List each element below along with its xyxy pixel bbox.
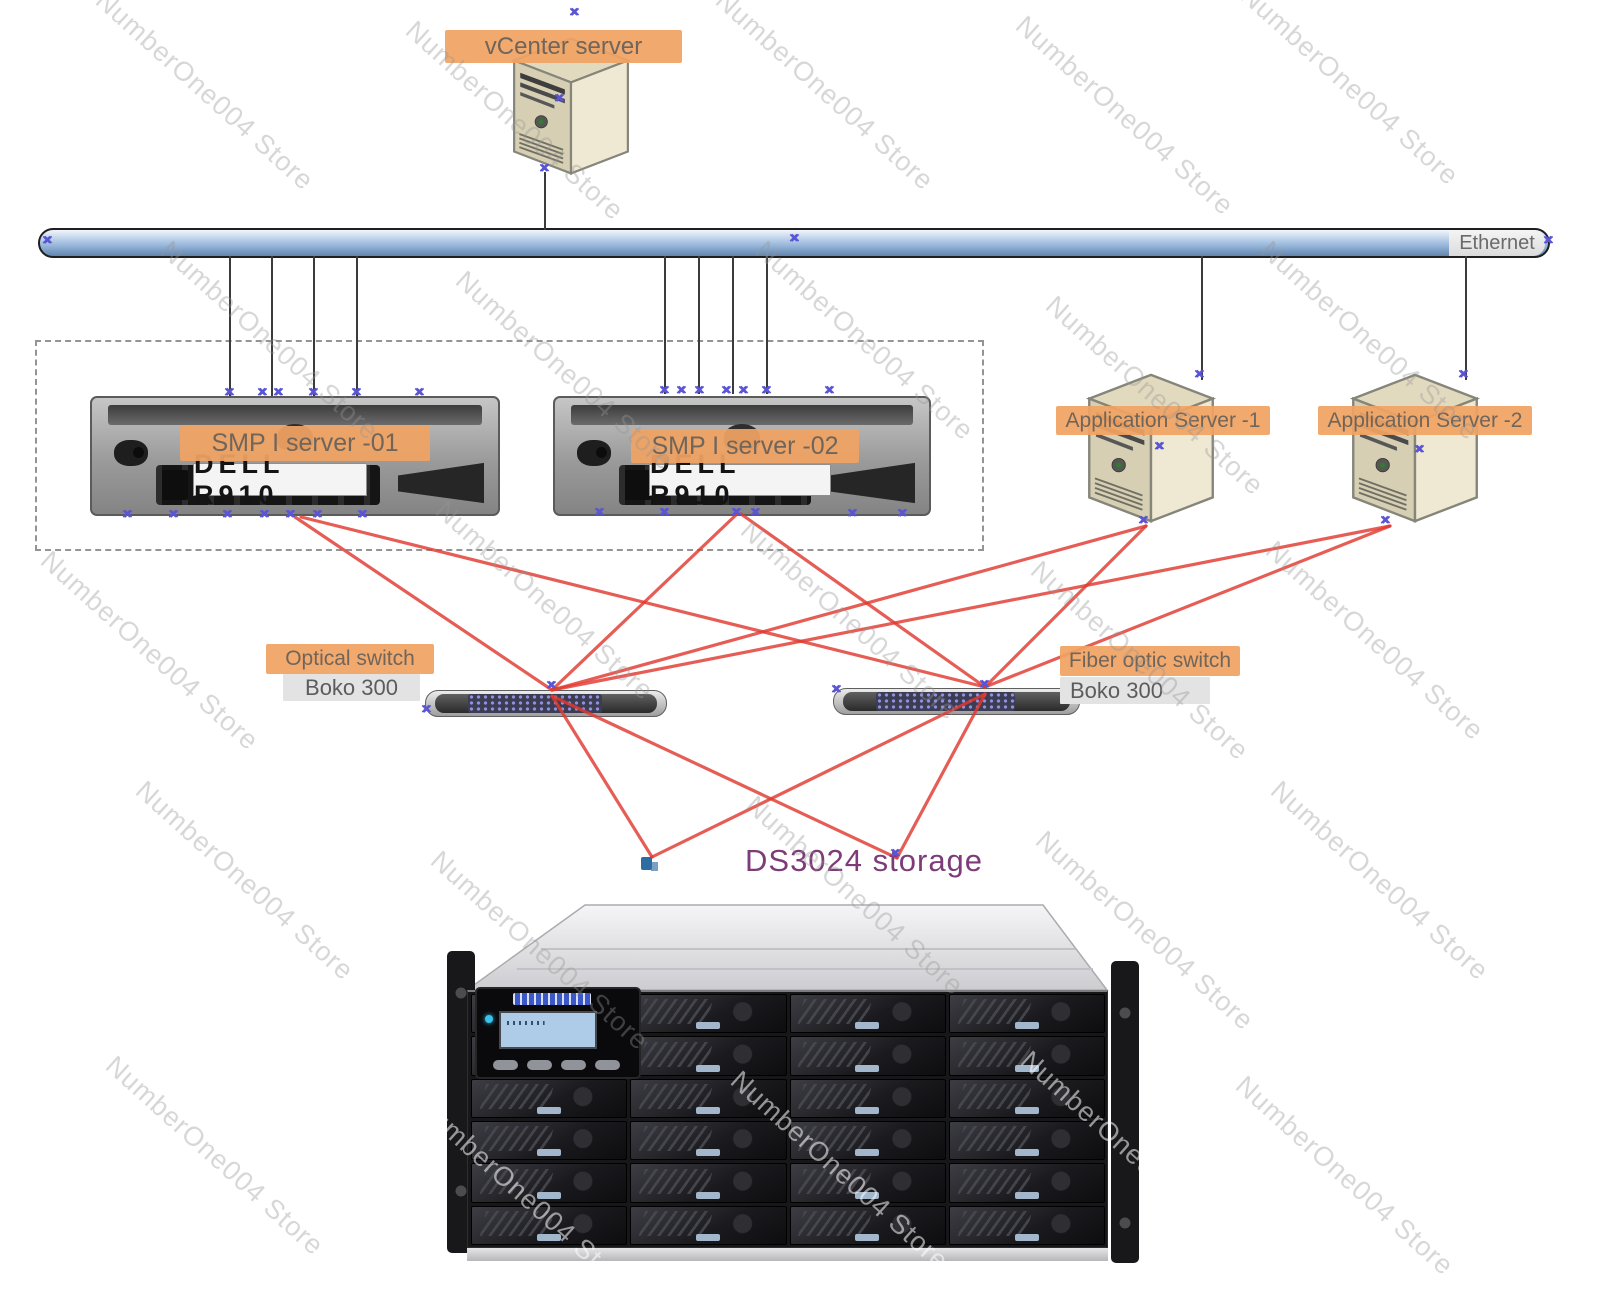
application-server-2-label: Application Server -2 bbox=[1318, 406, 1532, 435]
smp-server-1-model: DELL R910 bbox=[193, 449, 367, 510]
tower-server-glyph bbox=[1085, 373, 1217, 523]
device-mini-icon bbox=[641, 857, 652, 870]
drive-tray bbox=[630, 994, 787, 1034]
storage-control-panel bbox=[475, 987, 641, 1079]
drive-tray bbox=[471, 1120, 628, 1161]
drive-tray bbox=[630, 1163, 787, 1203]
switch-ports bbox=[468, 694, 602, 713]
smp-server-1-label: SMP I server -01 bbox=[180, 426, 430, 461]
drive-tray bbox=[789, 994, 946, 1034]
optical-switch-1 bbox=[425, 690, 667, 717]
vent-grille bbox=[829, 462, 915, 504]
ds3024-storage-array bbox=[445, 893, 1140, 1268]
storage-panel-buttons bbox=[493, 1060, 620, 1070]
drive-tray bbox=[471, 1078, 628, 1118]
drive-tray bbox=[630, 1036, 787, 1076]
store-watermark: NumberOne004 Store bbox=[89, 0, 320, 197]
drive-tray bbox=[471, 1205, 628, 1245]
drive-tray bbox=[789, 1078, 946, 1118]
bezel-lock bbox=[577, 440, 611, 466]
smp-server-2-model: DELL R910 bbox=[649, 449, 831, 510]
drive-tray-grid bbox=[471, 994, 1105, 1245]
drive-tray bbox=[789, 1205, 946, 1245]
store-watermark: NumberOne004 Store bbox=[1259, 535, 1490, 747]
optical-switch-1-label: Optical switch bbox=[266, 644, 434, 674]
bezel-lock bbox=[114, 440, 148, 466]
storage-status-led bbox=[485, 1015, 493, 1023]
storage-lcd-display bbox=[499, 1011, 597, 1049]
drive-tray bbox=[948, 1036, 1105, 1076]
store-watermark: NumberOne004 Store bbox=[1264, 775, 1495, 987]
optical-switch-1-model: Boko 300 bbox=[283, 674, 420, 701]
storage-base-trim bbox=[467, 1248, 1108, 1261]
storage-label: DS3024 storage bbox=[745, 843, 984, 878]
application-server-1-label: Application Server -1 bbox=[1056, 406, 1270, 435]
storage-brand-badge bbox=[513, 993, 591, 1005]
drive-tray bbox=[948, 1205, 1105, 1245]
vcenter-server-label: vCenter server bbox=[445, 30, 682, 63]
store-watermark: NumberOne004 Store bbox=[1229, 1070, 1460, 1282]
drive-tray bbox=[630, 1078, 787, 1118]
store-watermark: NumberOne004 Store bbox=[709, 0, 940, 197]
store-watermark: NumberOne004 Store bbox=[34, 545, 265, 757]
switch-ports bbox=[876, 692, 1015, 711]
store-watermark: NumberOne004 Store bbox=[99, 1050, 330, 1262]
drive-tray bbox=[948, 994, 1105, 1034]
server-bezel bbox=[571, 405, 913, 425]
store-watermark: NumberOne004 Store bbox=[129, 775, 360, 987]
drive-tray bbox=[948, 1078, 1105, 1118]
connection-handle-icon: × bbox=[569, 4, 579, 21]
smp-server-2-label: SMP I server -02 bbox=[631, 429, 859, 463]
smp-server-2: SMP I server -02 DELL R910 bbox=[553, 396, 931, 516]
optical-switch-2-label: Fiber optic switch bbox=[1060, 646, 1240, 676]
drive-tray bbox=[789, 1036, 946, 1076]
tower-server-glyph bbox=[1349, 373, 1481, 523]
optical-switch-2 bbox=[833, 688, 1080, 715]
application-server-1-icon bbox=[1078, 372, 1224, 524]
store-watermark: NumberOne004 Store bbox=[1234, 0, 1465, 192]
application-server-2-icon bbox=[1342, 372, 1488, 524]
optical-switch-2-model: Boko 300 bbox=[1060, 677, 1210, 704]
vent-grille bbox=[398, 462, 484, 504]
drive-tray bbox=[630, 1120, 787, 1161]
smp-server-1: SMP I server -01 DELL R910 bbox=[90, 396, 500, 516]
store-watermark: NumberOne004 Store bbox=[1009, 10, 1240, 222]
drive-tray bbox=[471, 1163, 628, 1203]
drive-tray bbox=[789, 1120, 946, 1161]
ethernet-bus bbox=[38, 228, 1550, 258]
drive-tray bbox=[630, 1205, 787, 1245]
fiber-links bbox=[293, 512, 1392, 860]
ethernet-label: Ethernet bbox=[1449, 230, 1545, 256]
drive-tray bbox=[948, 1120, 1105, 1161]
drive-tray bbox=[948, 1163, 1105, 1203]
server-bezel bbox=[108, 405, 482, 425]
drive-tray bbox=[789, 1163, 946, 1203]
